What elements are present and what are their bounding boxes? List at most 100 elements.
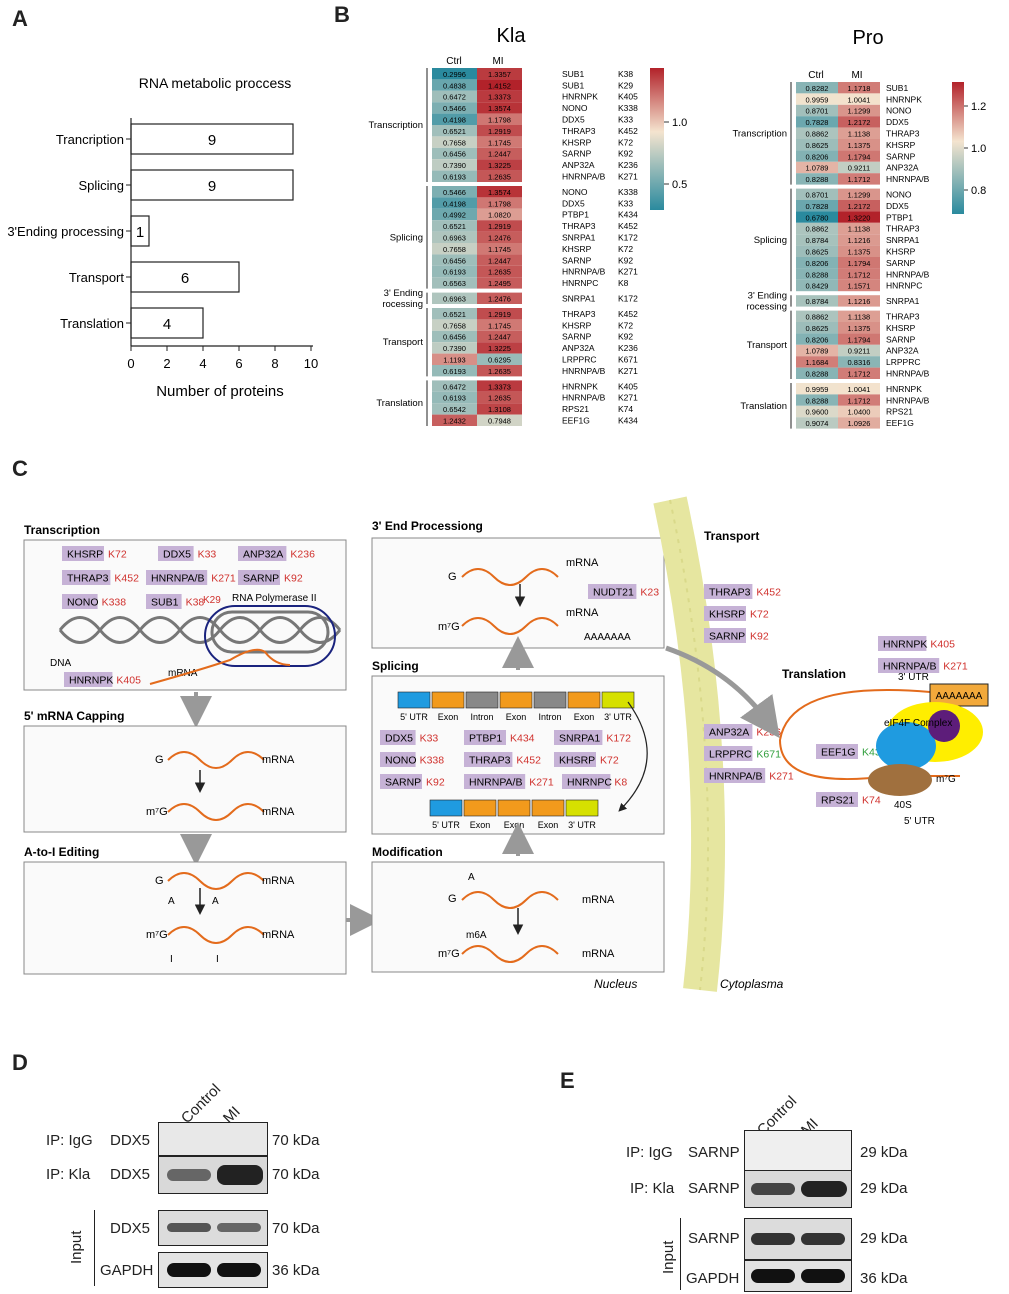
heat-value: 1.0400 (848, 408, 871, 417)
heat-value: 1.2447 (488, 256, 511, 265)
heat-cell-mi (477, 220, 522, 232)
heat-value: 1.1138 (848, 130, 870, 139)
heat-value: 1.1712 (848, 175, 871, 184)
bar (130, 261, 240, 293)
heat-value: 1.2495 (488, 279, 511, 288)
heat-value: 0.8862 (806, 313, 829, 322)
heat-value: 0.6193 (443, 394, 466, 403)
site-label: K172 (618, 294, 638, 304)
protein-label: NONO (562, 187, 588, 197)
protein-tag (878, 636, 927, 651)
end-mrna-1: mRNA (566, 557, 599, 569)
protein-label: NONO (886, 190, 912, 200)
exon-label: Exon (438, 712, 459, 722)
heat-cell-mi (477, 403, 522, 415)
heat-cell-ctrl (796, 383, 838, 395)
protein-label: DDX5 (886, 201, 909, 211)
site-label: K405 (618, 381, 638, 391)
heat-cell-mi (477, 159, 522, 171)
pro-scale-low: 0.8 (971, 185, 986, 197)
e-kda-input: 29 kDa (860, 1230, 908, 1247)
protein-tag-label: HNRNPA/B (469, 777, 522, 789)
exon-label: Intron (470, 712, 493, 722)
protein-label: ANP32A (886, 163, 919, 173)
protein-tag (554, 752, 596, 767)
lysine-site: K452 (516, 755, 541, 767)
editing-i-2: I (216, 954, 219, 965)
d-blot-kla (158, 1156, 268, 1194)
protein-tag-label: THRAP3 (709, 587, 751, 599)
site-label: K38 (618, 69, 633, 79)
heat-value: 0.8282 (806, 84, 829, 93)
heat-value: 0.6295 (488, 356, 511, 365)
heat-value: 1.1193 (443, 356, 465, 365)
protein-tag (146, 570, 208, 585)
heat-cell-mi (838, 82, 880, 94)
heat-value: 1.1216 (848, 297, 871, 306)
heat-cell-mi (838, 344, 880, 357)
protein-tag (554, 730, 603, 745)
protein-tag-label: THRAP3 (469, 755, 511, 767)
end-mrna-2: mRNA (566, 607, 599, 619)
exon-block (565, 799, 599, 817)
category-label: Translation (60, 316, 124, 331)
heat-cell-mi (477, 186, 522, 198)
d-blot-gapdh (158, 1252, 268, 1288)
heat-value: 0.4198 (443, 116, 466, 125)
protein-tag (62, 546, 104, 561)
bar (130, 123, 294, 155)
protein-label: THRAP3 (562, 221, 596, 231)
capping-mrna-1: mRNA (262, 754, 295, 766)
x-tick-label: 4 (199, 356, 206, 371)
site-label: K405 (618, 92, 638, 102)
heat-value: 1.2635 (488, 394, 511, 403)
heat-cell-ctrl (796, 344, 838, 357)
protein-label: PTBP1 (886, 212, 913, 222)
heat-cell-ctrl (432, 308, 477, 320)
protein-tag-label: SUB1 (151, 597, 179, 609)
heat-cell-mi (477, 277, 522, 289)
kla-title: Kla (497, 25, 527, 47)
protein-tag-label: SNRPA1 (559, 733, 600, 745)
lysine-site: K271 (943, 661, 968, 673)
editing-mrna-2: mRNA (262, 929, 295, 941)
heat-cell-mi (838, 383, 880, 395)
heat-cell-ctrl (796, 93, 838, 105)
heat-value: 1.2447 (488, 150, 511, 159)
capping-title: 5' mRNA Capping (24, 709, 124, 723)
modification-title: Modification (372, 845, 443, 859)
protein-tag (704, 606, 746, 621)
d-ip-igg: IP: IgG (46, 1132, 93, 1149)
heat-value: 1.2172 (848, 118, 871, 127)
panel-letter-a: A (12, 6, 28, 31)
heat-value: 1.2635 (488, 367, 511, 376)
heat-cell-mi (477, 319, 522, 331)
heat-cell-ctrl (796, 234, 838, 246)
d-blot-igg (158, 1122, 268, 1156)
site-label: K236 (618, 343, 638, 353)
lysine-site: K271 (769, 771, 794, 783)
kla-scale-high: 1.0 (672, 117, 687, 129)
heat-cell-mi (477, 102, 522, 114)
protein-tag (380, 730, 416, 745)
end-m7g: m⁷G (438, 621, 460, 633)
kla-color-scale (650, 68, 664, 210)
heat-value: 0.9211 (848, 347, 870, 356)
protein-tag-label: KHSRP (67, 549, 103, 561)
group-label: 3' Ending (384, 288, 423, 299)
group-label: Transcription (368, 120, 423, 131)
heat-value: 0.4838 (443, 81, 466, 90)
heat-value: 0.6456 (443, 150, 466, 159)
heat-cell-mi (838, 150, 880, 162)
protein-tag (464, 774, 526, 789)
heat-value: 0.6563 (443, 279, 466, 288)
heat-value: 1.1794 (848, 152, 871, 161)
heat-value: 0.6963 (443, 234, 466, 243)
heat-value: 1.1712 (848, 396, 871, 405)
x-tick-label: 2 (163, 356, 170, 371)
heat-value: 0.9074 (806, 419, 829, 428)
heat-value: 0.6963 (443, 295, 466, 304)
d-blot-input (158, 1210, 268, 1246)
heat-value: 0.7658 (443, 321, 466, 330)
